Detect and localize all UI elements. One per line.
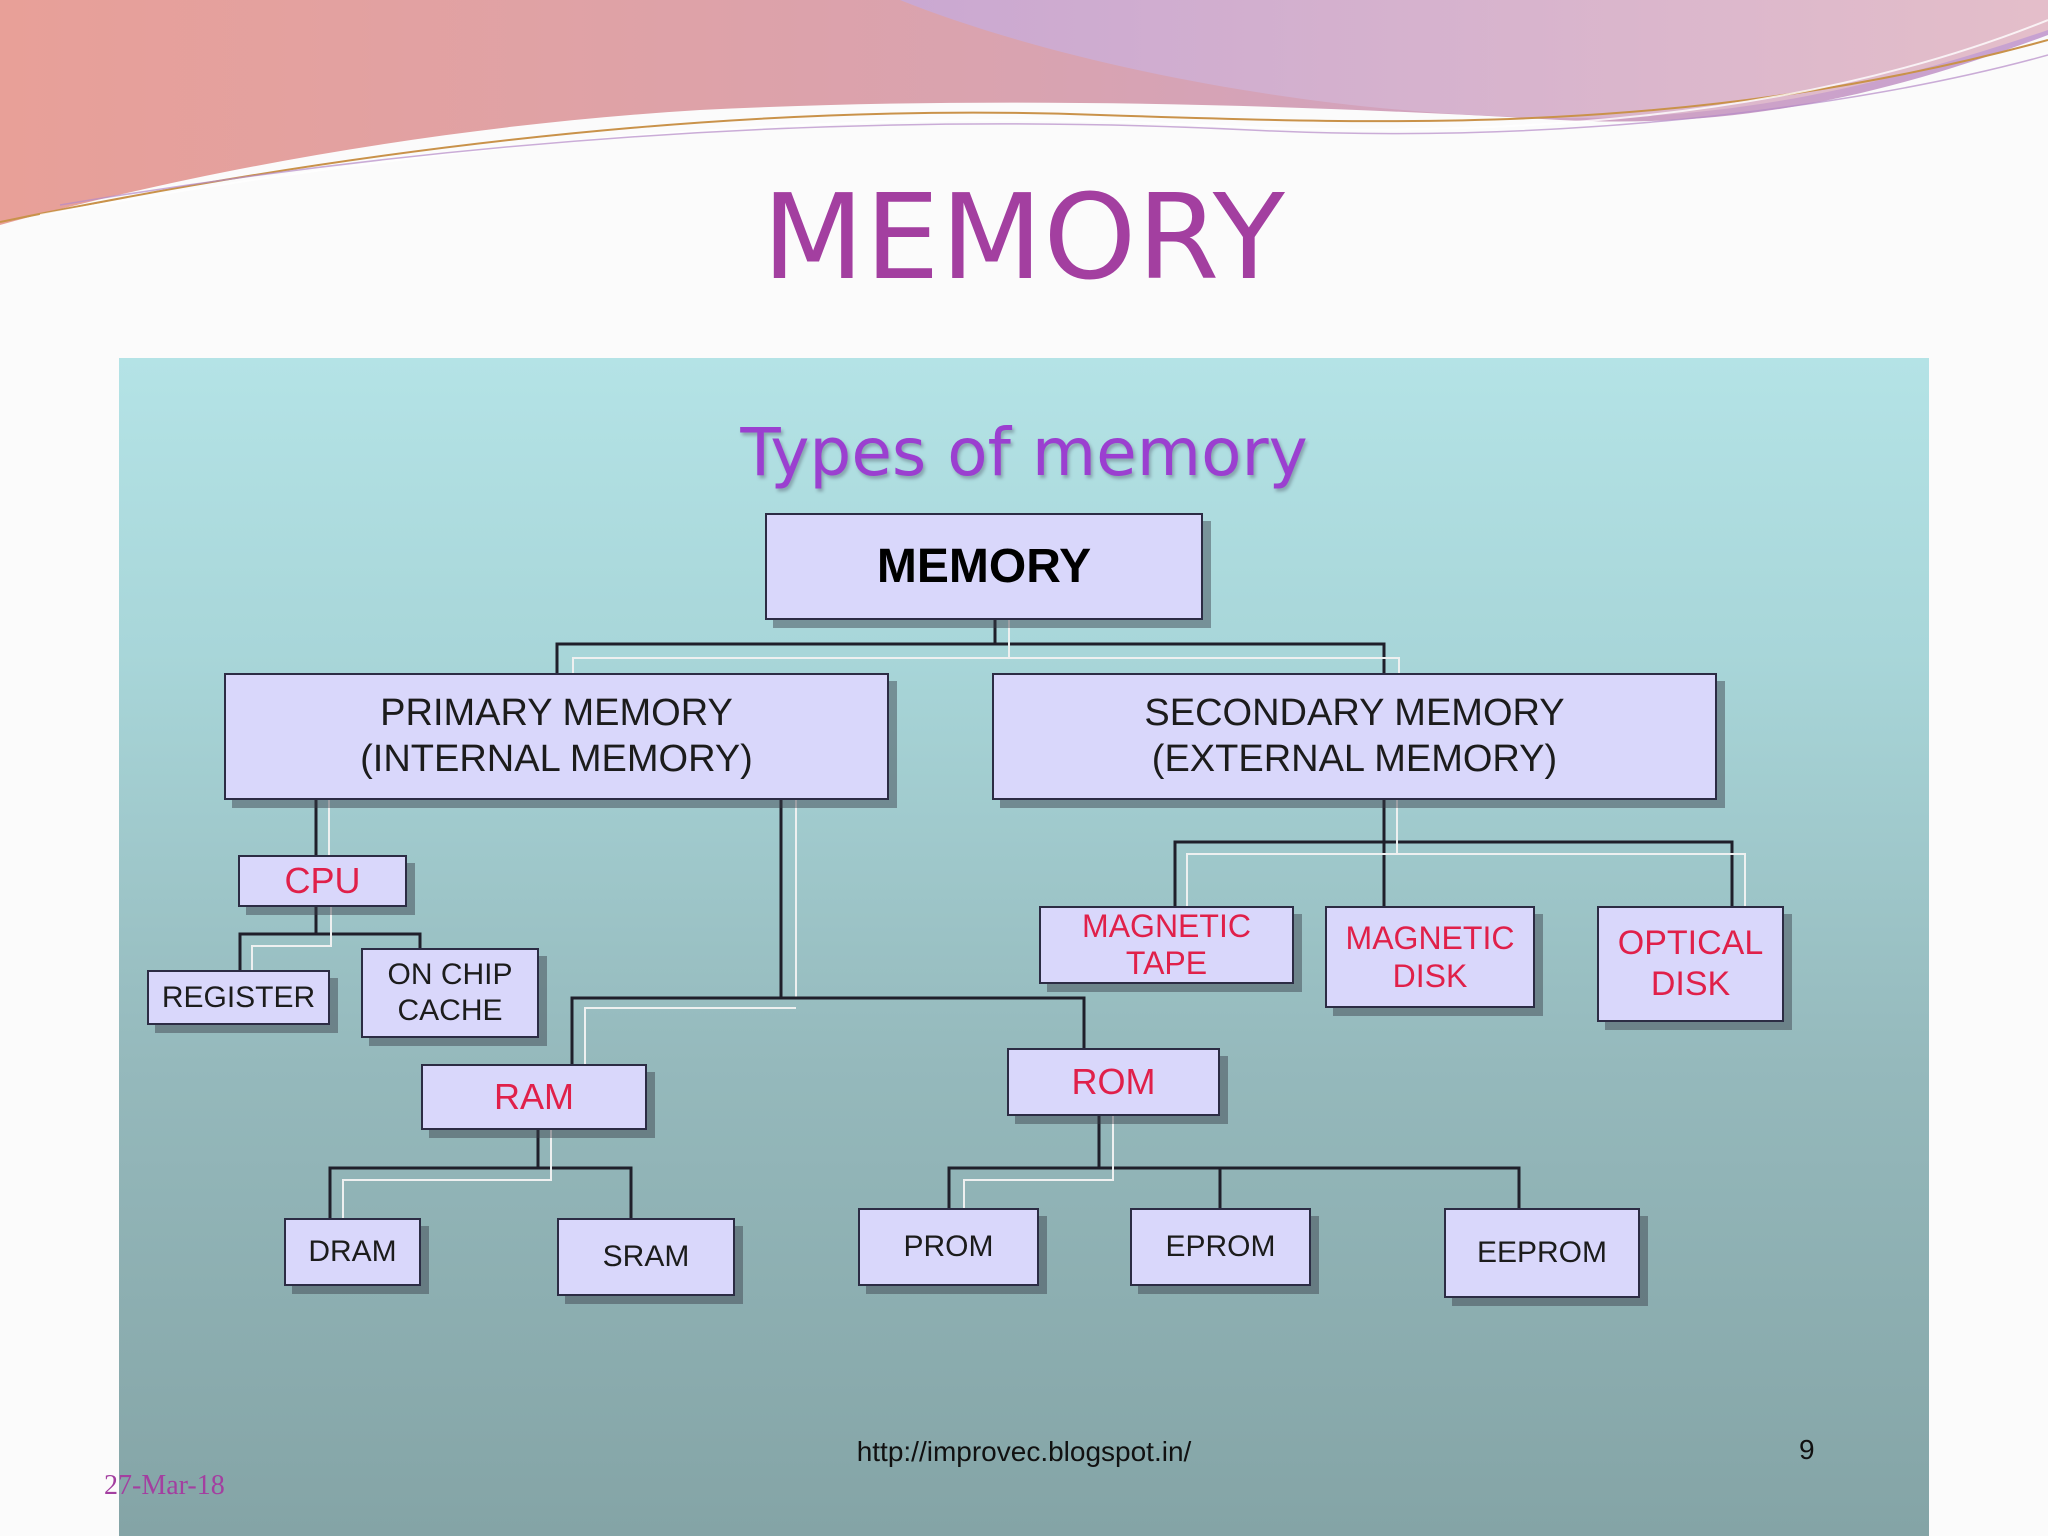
- slide-title: MEMORY: [762, 168, 1286, 306]
- memory-node-label: MEMORY: [876, 539, 1092, 593]
- register-node: REGISTER: [147, 970, 330, 1025]
- dram-node: DRAM: [284, 1218, 421, 1286]
- magnetic-disk-node: MAGNETIC DISK: [1325, 906, 1535, 1008]
- cpu-node: CPU: [238, 855, 407, 907]
- eprom-node: EPROM: [1130, 1208, 1311, 1286]
- diagram-image: Types of memory MEMORY PRIMARY MEMORY (I…: [119, 358, 1929, 1536]
- eeprom-node: EEPROM: [1444, 1208, 1640, 1298]
- source-url: http://improvec.blogspot.in/: [856, 1436, 1192, 1467]
- sram-node-label: SRAM: [602, 1240, 690, 1273]
- header-wave-decoration: [0, 0, 2048, 225]
- eeprom-node-label: EEPROM: [1476, 1236, 1608, 1269]
- primary-memory-label-line2: (INTERNAL MEMORY): [360, 737, 753, 780]
- slide-date: 27-Mar-18: [104, 1470, 225, 1501]
- diagram-page-number: 9: [1799, 1434, 1815, 1465]
- cpu-node-label: CPU: [284, 860, 361, 902]
- cache-label-line1: ON CHIP: [387, 958, 513, 991]
- ram-node: RAM: [421, 1064, 647, 1130]
- rom-node-label: ROM: [1071, 1061, 1156, 1103]
- prom-node-label: PROM: [903, 1230, 994, 1263]
- ram-node-label: RAM: [494, 1076, 574, 1118]
- magnetic-tape-label-line2: TAPE: [1125, 945, 1208, 981]
- register-node-label: REGISTER: [161, 980, 316, 1014]
- magnetic-disk-label-line1: MAGNETIC: [1345, 919, 1515, 956]
- diagram-connectors: [238, 620, 1746, 1218]
- primary-memory-node: PRIMARY MEMORY (INTERNAL MEMORY): [224, 673, 889, 800]
- primary-memory-label-line1: PRIMARY MEMORY: [380, 691, 733, 734]
- magnetic-disk-label-line2: DISK: [1392, 958, 1468, 994]
- prom-node: PROM: [858, 1208, 1039, 1286]
- secondary-memory-label-line1: SECONDARY MEMORY: [1144, 691, 1565, 734]
- optical-disk-label-line2: DISK: [1650, 965, 1731, 1003]
- memory-node: MEMORY: [765, 513, 1203, 620]
- cache-label-line2: CACHE: [397, 994, 503, 1027]
- on-chip-cache-node: ON CHIP CACHE: [361, 948, 539, 1038]
- sram-node: SRAM: [557, 1218, 735, 1296]
- optical-disk-label-line1: OPTICAL: [1617, 924, 1764, 963]
- optical-disk-node: OPTICAL DISK: [1597, 906, 1784, 1022]
- magnetic-tape-node: MAGNETIC TAPE: [1039, 906, 1294, 984]
- secondary-memory-node: SECONDARY MEMORY (EXTERNAL MEMORY): [992, 673, 1717, 800]
- diagram-heading: Types of memory: [740, 414, 1308, 491]
- eprom-node-label: EPROM: [1165, 1230, 1276, 1263]
- dram-node-label: DRAM: [308, 1235, 397, 1268]
- magnetic-tape-label-line1: MAGNETIC: [1082, 908, 1251, 945]
- secondary-memory-label-line2: (EXTERNAL MEMORY): [1151, 737, 1558, 780]
- rom-node: ROM: [1007, 1048, 1220, 1116]
